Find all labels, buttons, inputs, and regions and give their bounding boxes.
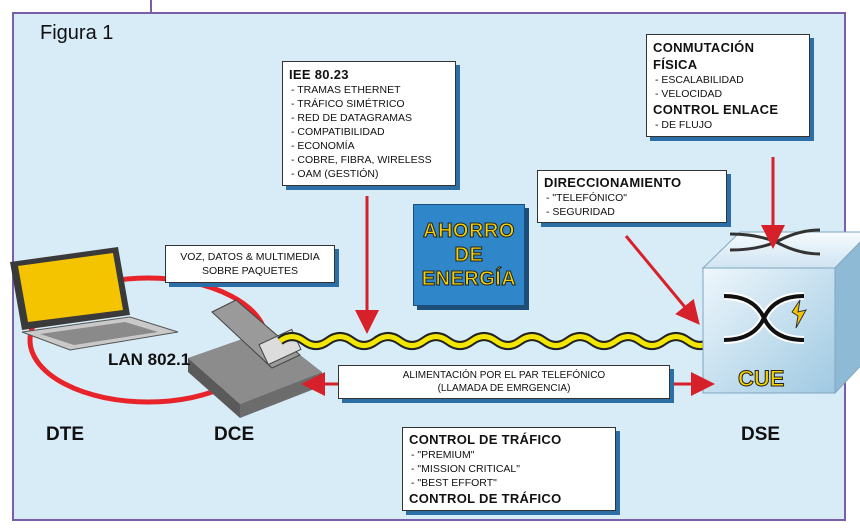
cue-label: CUE (737, 366, 785, 392)
power-over-pair-box: ALIMENTACIÓN POR EL PAR TELEFÓNICO (LLAM… (338, 365, 670, 399)
figure-title: Figura 1 (40, 22, 114, 44)
addressing-item: "TELEFÓNICO" (544, 191, 720, 205)
ieee-item: RED DE DATAGRAMAS (289, 111, 449, 125)
traffic-item: "MISSION CRITICAL" (409, 462, 609, 476)
ieee-item: ECONOMÍA (289, 139, 449, 153)
dte-label: DTE (46, 424, 84, 445)
ieee-heading: IEE 80.23 (289, 67, 349, 82)
dce-label: DCE (214, 424, 255, 445)
arrow-addressing (624, 235, 700, 325)
link-control-heading: CONTROL ENLACE (653, 102, 779, 117)
traffic-item: "PREMIUM" (409, 448, 609, 462)
ieee-item: TRAMAS ETHERNET (289, 83, 449, 97)
switch-cube-icon (701, 228, 860, 395)
laptop-icon (10, 247, 179, 351)
traffic-footer: CONTROL DE TRÁFICO (409, 491, 562, 506)
ieee-item: TRÁFICO SIMÉTRICO (289, 97, 449, 111)
power-line2: (LLAMADA DE EMRGENCIA) (437, 383, 571, 394)
link-control-item: DE FLUJO (653, 118, 803, 132)
voice-data-line2: SOBRE PAQUETES (201, 265, 299, 277)
energy-line3: ENERGÍA (421, 268, 517, 291)
switching-heading-2: FÍSICA (653, 57, 698, 72)
ieee-item: OAM (GESTIÓN) (289, 167, 449, 181)
ieee-item: COMPATIBILIDAD (289, 125, 449, 139)
ieee-item: COBRE, FIBRA, WIRELESS (289, 153, 449, 167)
lan-label: LAN 802.1 (108, 350, 191, 369)
ieee-box: IEE 80.23 TRAMAS ETHERNET TRÁFICO SIMÉTR… (282, 61, 456, 186)
switching-heading: CONMUTACIÓN (653, 40, 755, 55)
voice-data-line1: VOZ, DATOS & MULTIMEDIA (180, 251, 320, 263)
addressing-box: DIRECCIONAMIENTO "TELEFÓNICO" SEGURIDAD (537, 170, 727, 223)
voice-data-box: VOZ, DATOS & MULTIMEDIA SOBRE PAQUETES (165, 245, 335, 283)
energy-saving-badge: AHORRO DE ENERGÍA (413, 204, 525, 306)
telephone-icon (188, 299, 322, 418)
switching-item: ESCALABILIDAD (653, 73, 803, 87)
frame-connector-line (150, 0, 152, 14)
energy-line2: DE (454, 244, 484, 267)
switching-item: VELOCIDAD (653, 87, 803, 101)
traffic-item: "BEST EFFORT" (409, 476, 609, 490)
addressing-heading: DIRECCIONAMIENTO (544, 175, 682, 190)
addressing-item: SEGURIDAD (544, 205, 720, 219)
switching-box: CONMUTACIÓN FÍSICA ESCALABILIDAD VELOCID… (646, 34, 810, 137)
power-line1: ALIMENTACIÓN POR EL PAR TELEFÓNICO (402, 370, 606, 381)
traffic-control-box: CONTROL DE TRÁFICO "PREMIUM" "MISSION CR… (402, 427, 616, 511)
dse-label: DSE (741, 424, 781, 445)
traffic-heading: CONTROL DE TRÁFICO (409, 432, 562, 447)
energy-line1: AHORRO (423, 220, 515, 243)
